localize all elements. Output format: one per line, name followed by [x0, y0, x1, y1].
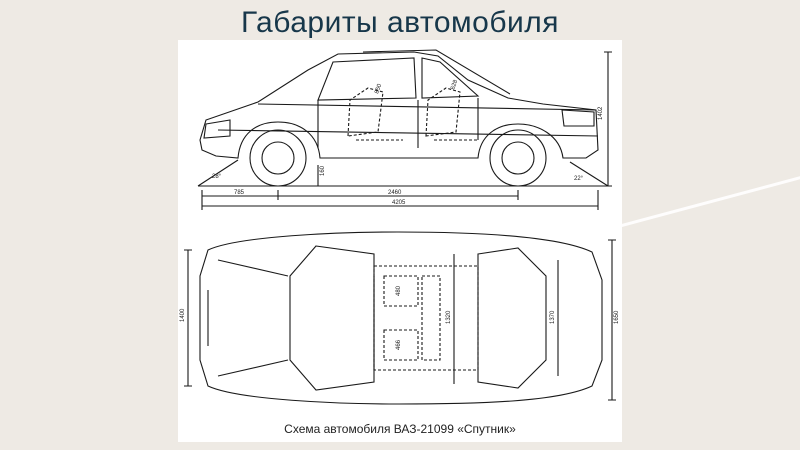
approach-angle-label: 28° [212, 174, 222, 180]
car-dimension-diagram: 28° 22° 785 2460 4205 1402 160 850 628 1… [178, 40, 622, 442]
departure-angle-label: 22° [574, 176, 584, 182]
height-label: 1402 [598, 106, 604, 120]
cabin-width-label: 1320 [446, 310, 452, 324]
slide-title: Габариты автомобиля [240, 6, 560, 39]
top-view [184, 231, 616, 405]
front-wheel [249, 129, 307, 187]
diagram-caption: Схема автомобиля ВАЗ-21099 «Спутник» [284, 422, 516, 436]
ground-clearance-label: 160 [320, 165, 326, 176]
side-view [197, 49, 612, 210]
top-interior [373, 265, 479, 371]
side-seats [347, 87, 478, 141]
top-hood-lines [207, 259, 289, 377]
side-roof-line [362, 49, 511, 95]
top-body-outline [199, 231, 603, 405]
width-label: 1650 [614, 310, 620, 324]
side-headlight [203, 119, 231, 139]
car-blueprint: 28° 22° 785 2460 4205 1402 160 850 628 1… [180, 49, 620, 405]
front-wheel-hub [261, 141, 295, 175]
side-window-front [317, 57, 417, 101]
overall-length-label: 4205 [392, 200, 406, 206]
rear-wheel-hub [501, 141, 535, 175]
side-angle-lines [197, 159, 609, 187]
rear-track-label: 1370 [550, 310, 556, 324]
side-body-outline [199, 51, 599, 159]
track-front-label: 1400 [180, 308, 186, 322]
side-belt-line [217, 103, 599, 137]
rear-seat-width-label: 466 [396, 339, 402, 350]
front-seat-dim-label: 850 [374, 83, 383, 95]
wheelbase-label: 2460 [388, 190, 402, 196]
background-stripe-top [604, 161, 800, 232]
rear-wheel [489, 129, 547, 187]
side-door-lines [317, 98, 479, 148]
top-rear-window [477, 247, 547, 389]
front-seat-width-label: 480 [396, 285, 402, 296]
top-windshield [289, 245, 375, 391]
front-overhang-label: 785 [234, 190, 245, 196]
rear-seat-dim-label: 628 [450, 79, 459, 91]
side-dim-lines [201, 51, 612, 210]
side-taillight [561, 109, 595, 127]
top-dim-lines [184, 239, 616, 401]
side-window-rear [421, 57, 480, 99]
